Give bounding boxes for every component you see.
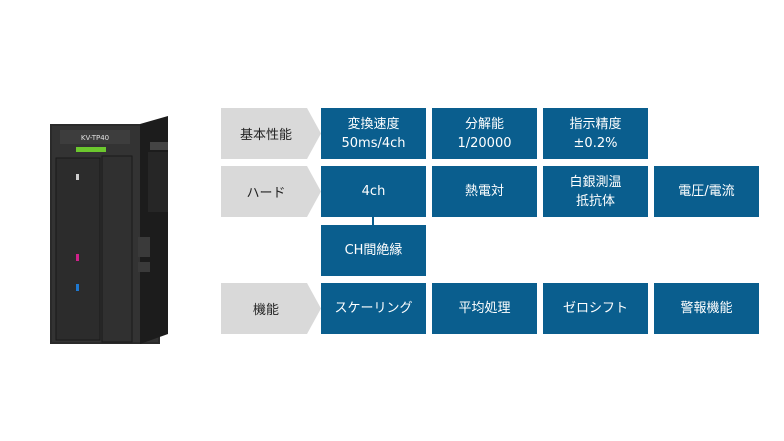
cell-line: 変換速度 [347, 116, 400, 132]
cell-line: ±0.2% [573, 135, 618, 151]
feature-cell: 電圧/電流 [654, 166, 759, 217]
feature-cell: 指示精度 ±0.2% [543, 108, 648, 159]
row-label-hardware: ハード [221, 166, 321, 217]
feature-cell: 平均処理 [432, 283, 537, 334]
feature-cell: CH間絶縁 [321, 225, 426, 276]
product-image: KV-TP40 [50, 112, 175, 344]
row-label-basic-performance: 基本性能 [221, 108, 321, 159]
cell-line: スケーリング [334, 301, 413, 316]
cell-line: ゼロシフト [562, 301, 628, 316]
feature-cell: 分解能 1/20000 [432, 108, 537, 159]
model-label: KV-TP40 [81, 134, 109, 142]
row-label-text: 基本性能 [239, 128, 292, 143]
row-label-text: ハード [246, 186, 286, 201]
feature-cell: ゼロシフト [543, 283, 648, 334]
row-label-functions: 機能 [221, 283, 321, 334]
feature-cell: 4ch [321, 166, 426, 217]
feature-cell: 熱電対 [432, 166, 537, 217]
cell-line: 警報機能 [680, 301, 733, 316]
cell-line: 平均処理 [458, 301, 511, 316]
cell-line: 抵抗体 [575, 193, 615, 209]
cell-line: CH間絶縁 [344, 243, 403, 258]
cell-line: 指示精度 [569, 116, 622, 132]
connector-line [372, 217, 374, 225]
row-label-text: 機能 [252, 303, 279, 318]
feature-cell: 警報機能 [654, 283, 759, 334]
cell-line: 白銀測温 [569, 174, 622, 190]
cell-line: 1/20000 [457, 135, 512, 151]
cell-line: 4ch [361, 184, 386, 199]
feature-cell: スケーリング [321, 283, 426, 334]
cell-line: 50ms/4ch [341, 135, 406, 151]
cell-line: 分解能 [464, 116, 504, 132]
feature-cell: 白銀測温 抵抗体 [543, 166, 648, 217]
cell-line: 熱電対 [464, 184, 504, 199]
cell-line: 電圧/電流 [678, 184, 735, 199]
feature-cell: 変換速度 50ms/4ch [321, 108, 426, 159]
